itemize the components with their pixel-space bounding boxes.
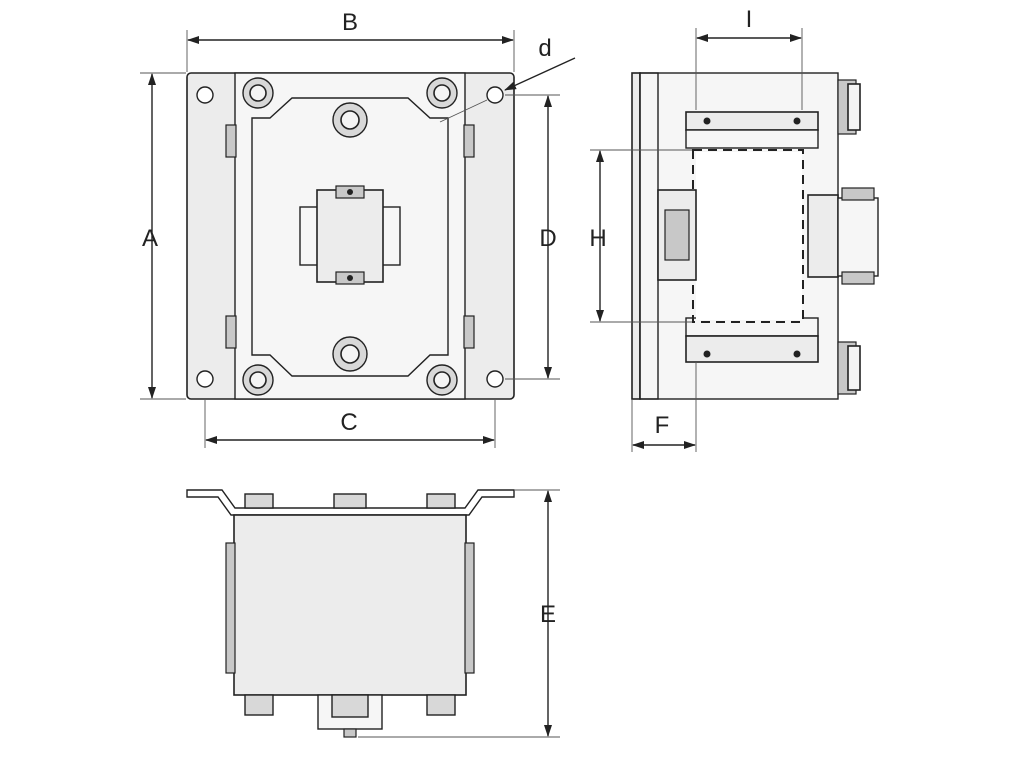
dim-label-e: E [540, 601, 556, 628]
clip-br [463, 315, 475, 349]
dim-label-i: I [746, 6, 753, 33]
top-nut-left [244, 493, 274, 509]
dim-label-c: C [340, 409, 357, 436]
top-flange-bracket [186, 489, 515, 516]
side-nut-top [837, 79, 861, 135]
top-view: E [186, 489, 560, 738]
dim-label-b: B [342, 9, 358, 36]
corner-nut-tr [426, 77, 458, 109]
top-nut-right [426, 493, 456, 509]
bottom-nut-left [244, 694, 274, 716]
center-nut-top [332, 102, 368, 138]
dim-label-a: A [142, 225, 158, 252]
front-view: B A C D d [140, 9, 576, 448]
bottom-clamp-bracket [685, 317, 819, 363]
dim-label-d: D [539, 225, 556, 252]
dim-leader-d [504, 57, 576, 91]
mounting-hole-tl [196, 86, 214, 104]
clip-tl [225, 124, 237, 158]
central-connector [299, 185, 401, 285]
dim-label-h: H [589, 225, 606, 252]
clamp-cavity [696, 152, 802, 320]
corner-nut-bl [242, 364, 274, 396]
mounting-hole-br [486, 370, 504, 388]
mounting-hole-tr [486, 86, 504, 104]
bottom-connector [317, 694, 383, 738]
center-nut-bottom [332, 336, 368, 372]
side-right-connector [807, 187, 879, 285]
side-nut-bottom [837, 341, 861, 395]
clip-tr [463, 124, 475, 158]
side-left-connector [657, 189, 697, 281]
dim-label-hole-d: d [538, 35, 551, 62]
mounting-hole-bl [196, 370, 214, 388]
side-view: I H F [589, 6, 879, 452]
dim-label-f: F [655, 412, 670, 439]
top-nut-center [333, 493, 367, 509]
top-clip-right [464, 542, 475, 674]
clip-bl [225, 315, 237, 349]
clamp-dashed-outline [692, 149, 804, 323]
top-box [233, 514, 467, 696]
top-clamp-bracket [685, 111, 819, 149]
corner-nut-br [426, 364, 458, 396]
side-back-plate [631, 72, 641, 400]
cover-outline [251, 97, 449, 377]
bottom-nut-right [426, 694, 456, 716]
top-clip-left [225, 542, 236, 674]
corner-nut-tl [242, 77, 274, 109]
